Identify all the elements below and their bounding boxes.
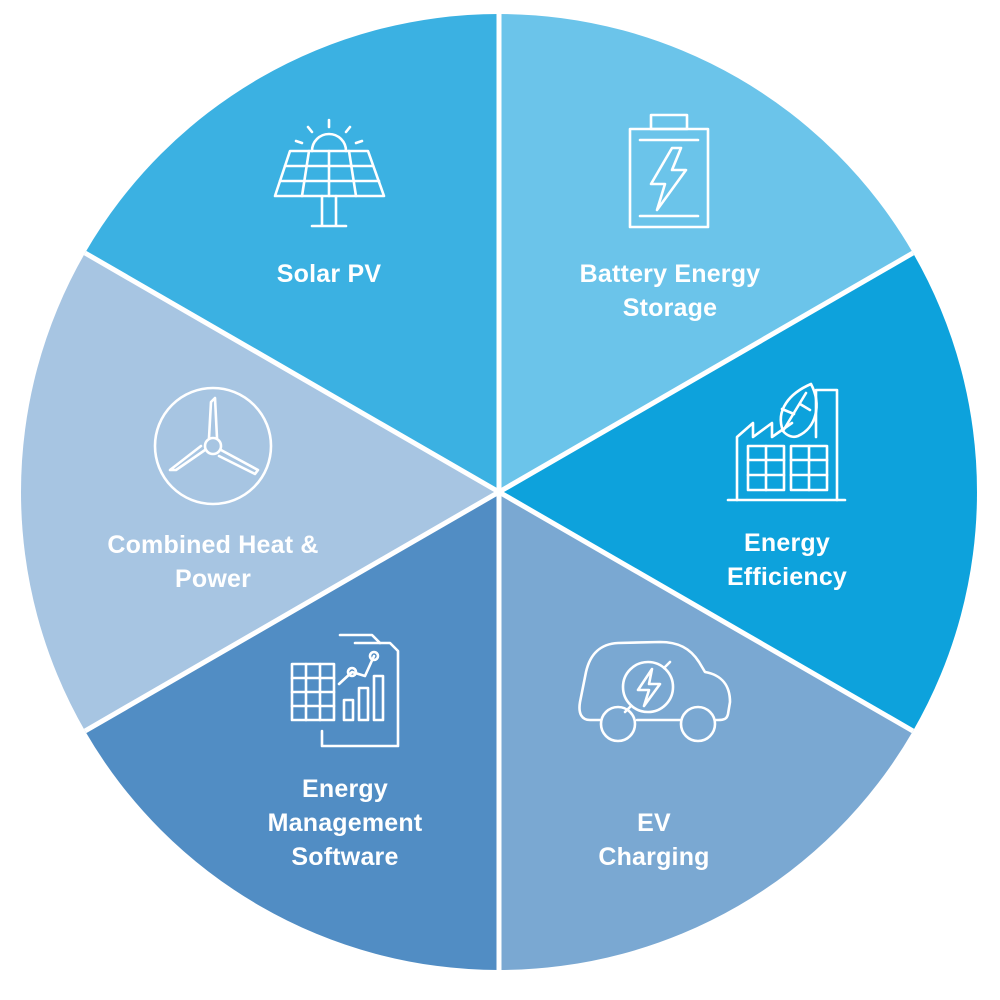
- divider-line: [497, 489, 915, 734]
- wheel-segments: [21, 14, 977, 970]
- label-line: Management: [268, 809, 423, 837]
- battery-bolt-icon: [628, 113, 710, 229]
- label-line: Charging: [598, 843, 709, 871]
- label-ev-charging: EV Charging: [598, 809, 709, 871]
- label-line: Energy: [302, 775, 388, 803]
- divider-line: [83, 250, 501, 495]
- factory-leaf-icon: [726, 382, 847, 502]
- label-line: Storage: [623, 294, 717, 322]
- report-chart-icon: [290, 633, 400, 748]
- label-line: Software: [291, 843, 398, 871]
- turbine-icon: [153, 386, 273, 506]
- label-solar-pv: Solar PV: [277, 260, 382, 288]
- segment-solar-pv: [85, 14, 499, 492]
- label-line: Efficiency: [727, 563, 847, 591]
- divider-line: [497, 250, 915, 495]
- label-line: EV: [637, 809, 671, 837]
- divider-line: [83, 489, 501, 734]
- wheel-dividers: [83, 14, 915, 970]
- label-line: Power: [175, 565, 251, 593]
- segment-battery-energy-storage: [499, 14, 913, 492]
- label-line: Solar PV: [277, 260, 382, 288]
- label-combined-heat-power: Combined Heat & Power: [107, 531, 318, 593]
- segment-combined-heat-power: [21, 253, 499, 731]
- electric-car-icon: [578, 640, 732, 743]
- label-line: Energy: [744, 529, 830, 557]
- label-line: Combined Heat &: [107, 531, 318, 559]
- label-line: Battery Energy: [580, 260, 761, 288]
- segment-energy-management-software: [85, 492, 499, 970]
- segment-ev-charging: [499, 492, 913, 970]
- solar-panel-icon: [273, 118, 386, 228]
